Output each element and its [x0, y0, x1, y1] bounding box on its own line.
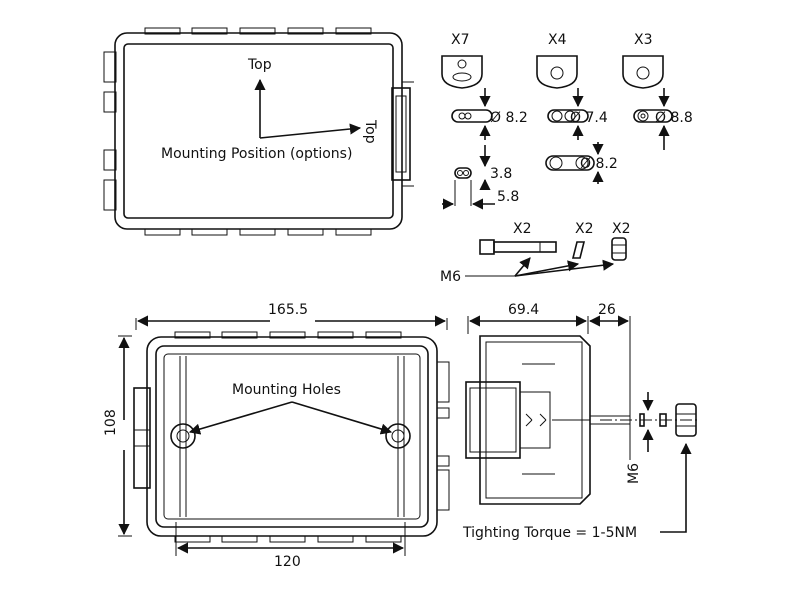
mounting-position-label: Mounting Position (options): [161, 146, 352, 162]
gland-x3-diameter: Ø 8.8: [655, 110, 693, 126]
gland-x4-diameter-2: Ø 8.2: [580, 156, 618, 172]
gland-x7-diameter: Ø 8.2: [490, 110, 528, 126]
gland-x7: X7 Ø 8.2 3.8 5.8: [441, 32, 528, 210]
height-dimension: 108: [103, 409, 119, 436]
hardware: X2 X2 X2 M6: [440, 221, 631, 285]
top-view: Top Top Mounting Position (options): [103, 27, 414, 236]
nut-qty: X2: [612, 221, 631, 237]
gland-x7-dim-b: 5.8: [497, 189, 519, 205]
hardware-thread: M6: [440, 269, 461, 285]
depth-dimension: 69.4: [508, 302, 539, 318]
gland-x7-qty: X7: [451, 32, 470, 48]
pin-qty: X2: [575, 221, 594, 237]
gland-x4-qty: X4: [548, 32, 567, 48]
mounting-holes-label: Mounting Holes: [232, 382, 341, 398]
side-thread: M6: [626, 463, 642, 484]
torque-label: Tighting Torque = 1-5NM: [462, 525, 637, 541]
hole-spacing-dimension: 120: [274, 554, 301, 570]
bolt-qty: X2: [513, 221, 532, 237]
front-view: 165.5 108: [103, 302, 450, 570]
top-label: Top: [247, 57, 272, 73]
top-label-rotated: Top: [362, 119, 378, 144]
gland-x3-qty: X3: [634, 32, 653, 48]
gland-x7-dim-a: 3.8: [490, 166, 512, 182]
side-view: 69.4 26 M6 Tighting Torque = 1-5NM: [462, 302, 700, 541]
gland-x4: X4 Ø 7.4 Ø 8.2: [536, 32, 618, 184]
bolt-length-dimension: 26: [598, 302, 616, 318]
width-dimension: 165.5: [268, 302, 308, 318]
gland-x4-diameter-1: Ø 7.4: [570, 110, 608, 126]
gland-x3: X3 Ø 8.8: [622, 32, 693, 150]
